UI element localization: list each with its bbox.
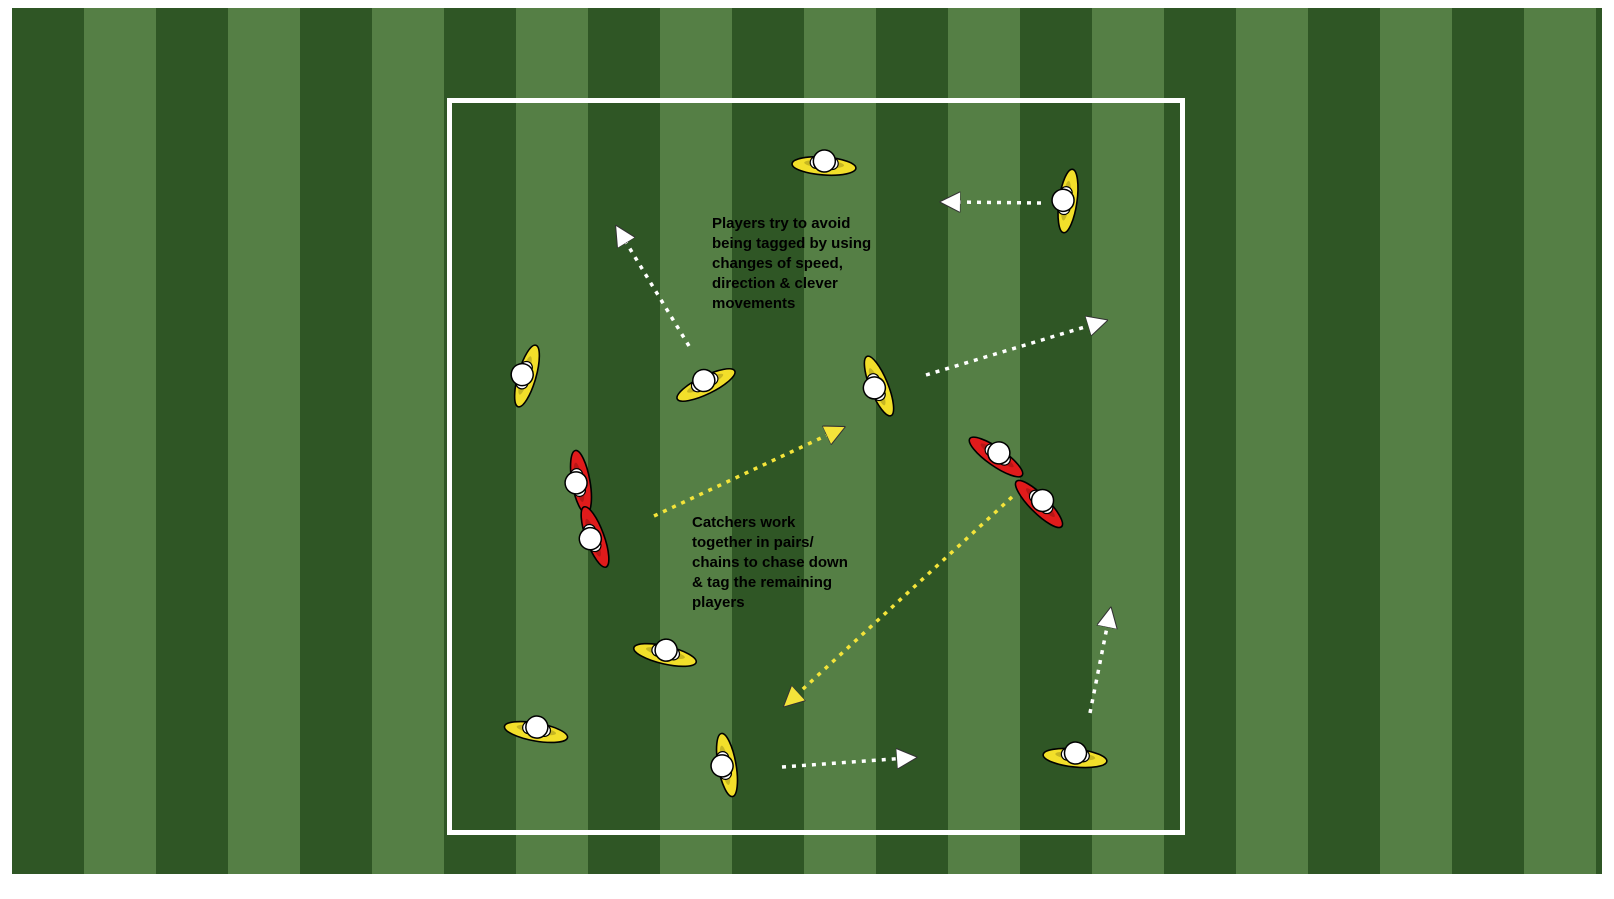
evader-player: [791, 148, 857, 177]
run-arrow: [926, 323, 1098, 375]
evader-player: [1048, 167, 1082, 234]
catcher-player: [569, 504, 614, 573]
evader-player: [632, 632, 700, 671]
evader-player: [852, 353, 899, 422]
run-arrow: [782, 758, 907, 767]
evader-player: [1042, 739, 1108, 771]
catcher-player: [560, 449, 596, 516]
evader-instruction-note: Players try to avoid being tagged by usi…: [712, 214, 912, 314]
catcher-player: [1010, 470, 1073, 533]
evader-player: [503, 341, 545, 409]
run-arrow: [621, 234, 689, 346]
chase-arrow: [654, 431, 836, 516]
evader-player: [706, 732, 742, 799]
evader-player: [670, 357, 738, 408]
evader-player: [503, 711, 570, 747]
run-arrow: [950, 202, 1041, 203]
run-arrow: [1090, 617, 1109, 713]
catcher-instruction-note: Catchers work together in pairs/ chains …: [692, 513, 892, 613]
catcher-player: [965, 426, 1032, 483]
